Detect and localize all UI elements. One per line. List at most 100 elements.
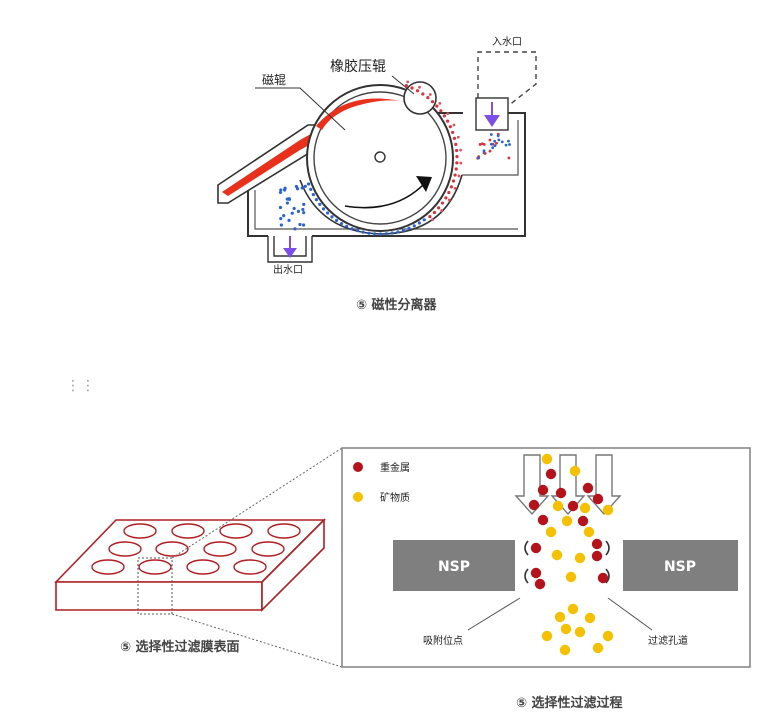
membrane-pore bbox=[155, 541, 189, 557]
inlet-arrow-head bbox=[484, 115, 500, 127]
membrane-pore bbox=[108, 541, 142, 557]
membrane-pore bbox=[91, 559, 125, 575]
inlet-particle bbox=[493, 139, 496, 143]
heavy-metal-dots-drum bbox=[404, 80, 463, 222]
adsorption-site-label: 吸附位点 bbox=[423, 634, 463, 647]
membrane-pores bbox=[91, 523, 301, 575]
separator-inner-wall bbox=[254, 120, 519, 230]
heavy-metal-dot bbox=[451, 130, 455, 135]
heavy-metal-particle bbox=[555, 487, 567, 499]
heavy-metal-dot bbox=[421, 92, 425, 96]
outlet-particle bbox=[301, 223, 306, 227]
inlet-particle bbox=[482, 149, 486, 153]
outlet-particle bbox=[279, 188, 283, 192]
heavy-metal-dot bbox=[455, 148, 459, 153]
heavy-metal-dot bbox=[453, 186, 457, 190]
heavy-metal-dot bbox=[451, 179, 456, 183]
mineral-particle bbox=[545, 526, 557, 538]
inlet-particle bbox=[477, 156, 481, 160]
heavy-metal-dot bbox=[442, 114, 447, 118]
heavy-metal-dot bbox=[453, 173, 457, 177]
outlet-particle bbox=[279, 216, 283, 221]
inlet-particle bbox=[478, 143, 482, 146]
outlet-particle bbox=[296, 209, 301, 213]
heavy-metal-dot bbox=[454, 167, 458, 171]
membrane-pore bbox=[267, 523, 301, 539]
outlet-particle bbox=[301, 207, 305, 212]
membrane-pore bbox=[186, 559, 220, 575]
separator-caption: ⑤ 磁性分离器 bbox=[356, 297, 438, 313]
blue-dot bbox=[367, 231, 371, 235]
mineral-particle bbox=[583, 526, 595, 538]
mineral-particle bbox=[574, 626, 586, 638]
inlet-particle bbox=[481, 142, 484, 146]
outlet-particle bbox=[285, 201, 290, 205]
heavy-metal-particle bbox=[582, 482, 594, 494]
filter-channel-pointer bbox=[607, 597, 653, 631]
rubber-roller-label: 橡胶压辊 bbox=[330, 58, 386, 75]
blue-dot bbox=[361, 230, 365, 234]
blue-dot bbox=[373, 232, 377, 236]
heavy-metal-dot bbox=[430, 100, 435, 104]
inlet-particle bbox=[495, 141, 498, 145]
heavy-metal-dot bbox=[435, 104, 439, 108]
outlet-particle bbox=[298, 222, 302, 227]
mineral-particle bbox=[592, 642, 604, 654]
heavy-metal-dot bbox=[415, 89, 420, 93]
outlet-particle bbox=[303, 184, 307, 188]
blue-dot bbox=[390, 231, 394, 235]
adsorption-bracket bbox=[524, 540, 529, 556]
inlet-particle bbox=[488, 138, 492, 142]
heavy-metal-dot bbox=[428, 215, 432, 219]
sludge-on-drum bbox=[316, 98, 410, 130]
zoom-line-bottom bbox=[171, 613, 343, 668]
heavy-metal-dot bbox=[454, 142, 458, 146]
filtration-caption: ⑤ 选择性过滤过程 bbox=[516, 695, 623, 711]
heavy-metal-dot bbox=[440, 209, 444, 212]
inlet-particle bbox=[488, 149, 492, 153]
outlet-arrow-head bbox=[283, 248, 297, 258]
legend-heavy-metal-marker bbox=[353, 462, 363, 472]
heavy-metal-dot bbox=[438, 101, 442, 105]
adsorption-bracket bbox=[605, 540, 610, 556]
heavy-metal-particle bbox=[545, 468, 557, 480]
heavy-metal-dot bbox=[459, 161, 463, 165]
adsorption-bracket bbox=[605, 568, 610, 584]
blue-dot bbox=[412, 224, 416, 228]
heavy-metal-particle bbox=[591, 550, 603, 562]
heavy-metal-dot bbox=[455, 161, 459, 165]
outlet-particle bbox=[292, 206, 296, 211]
blue-dot bbox=[378, 232, 383, 236]
blue-dot bbox=[325, 211, 330, 215]
outlet-particle bbox=[279, 223, 283, 227]
rotation-arrow bbox=[344, 182, 426, 209]
heavy-metal-dot bbox=[431, 218, 434, 222]
inlet-particle bbox=[507, 156, 511, 160]
sludge-on-chute bbox=[222, 131, 322, 196]
inlet-particle bbox=[489, 133, 493, 136]
blue-dot bbox=[384, 232, 388, 236]
zoom-selection-box bbox=[137, 557, 173, 615]
blue-dot bbox=[330, 215, 334, 219]
mineral-particle bbox=[552, 500, 564, 512]
blue-dot bbox=[335, 218, 339, 223]
heavy-metal-particle bbox=[530, 567, 542, 579]
heavy-metal-dot bbox=[459, 148, 463, 152]
zoom-line-top bbox=[171, 447, 343, 559]
membrane-front-face bbox=[55, 581, 263, 611]
heavy-metal-dot bbox=[452, 123, 456, 127]
outlet-particle bbox=[302, 211, 306, 215]
heavy-metal-particle bbox=[591, 538, 603, 550]
mineral-particle bbox=[584, 612, 596, 624]
mineral-particle bbox=[569, 465, 581, 477]
blue-dot bbox=[417, 221, 421, 225]
mineral-particle bbox=[602, 630, 614, 642]
mineral-particle bbox=[561, 515, 573, 527]
heavy-metal-dot bbox=[446, 119, 450, 123]
heavy-metal-dot bbox=[426, 96, 430, 100]
membrane-pore bbox=[123, 523, 157, 539]
nsp-block-right bbox=[623, 540, 738, 591]
blue-dots-drum bbox=[306, 182, 426, 236]
heavy-metal-dot bbox=[428, 93, 432, 96]
heavy-metal-dot bbox=[456, 135, 460, 139]
